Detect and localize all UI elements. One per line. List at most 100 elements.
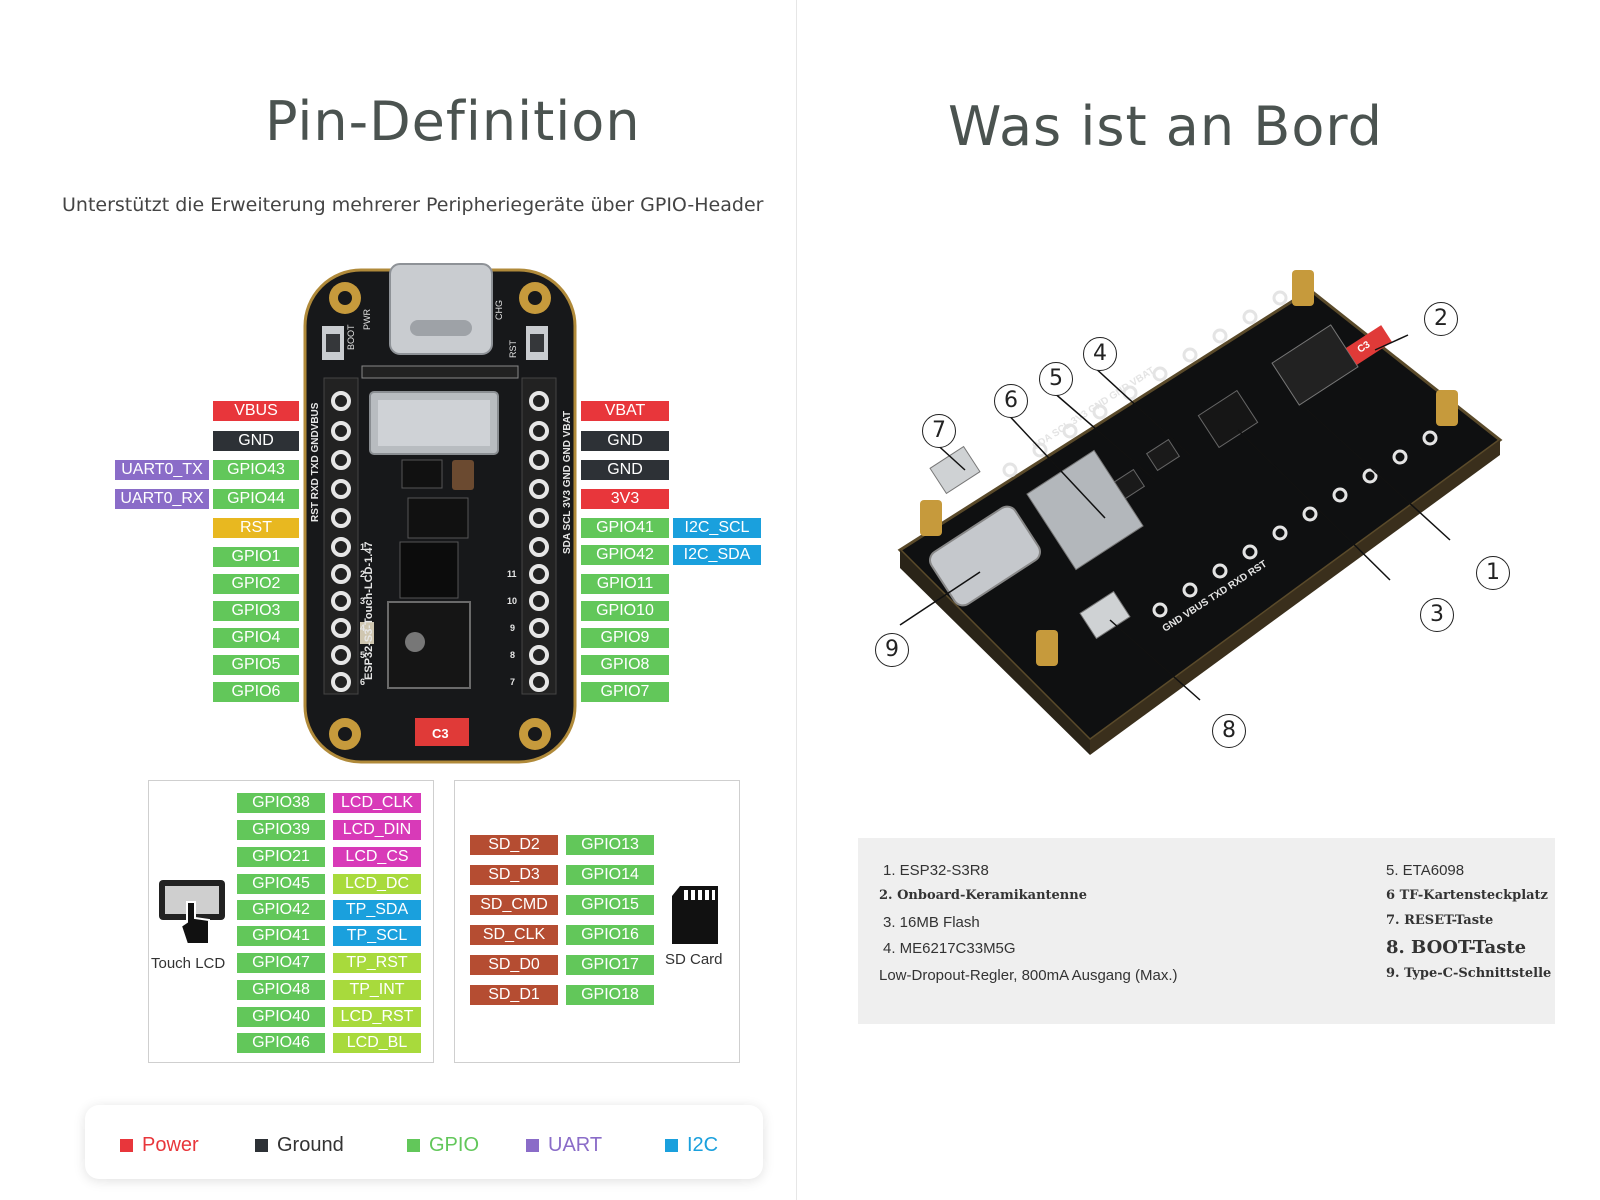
callout-5: 5	[1039, 362, 1073, 396]
antenna-silk: C3	[432, 726, 449, 741]
lcd-gpio-1: GPIO39	[237, 820, 325, 840]
pin-label-gpio10: GPIO10	[581, 601, 669, 621]
svg-text:3: 3	[360, 596, 365, 606]
svg-text:1: 1	[360, 542, 365, 552]
sd-gpio-1: GPIO14	[566, 865, 654, 885]
sd-func-3: SD_CLK	[470, 925, 558, 945]
pin-label-gpio42: GPIO42	[581, 545, 669, 565]
lcd-func-2: LCD_CS	[333, 847, 421, 867]
pin-label-vbat: VBAT	[581, 401, 669, 421]
component-8: 8. BOOT-Taste	[1386, 937, 1527, 958]
pin-label-gpio8: GPIO8	[581, 655, 669, 675]
callout-9: 9	[875, 633, 909, 667]
legend-swatch-i2c	[665, 1139, 678, 1152]
lcd-gpio-3: GPIO45	[237, 874, 325, 894]
ceramic-antenna-3d	[1345, 325, 1393, 365]
sd-gpio-3: GPIO16	[566, 925, 654, 945]
pin-label-3v3: 3V3	[581, 489, 669, 509]
touch-lcd-icon	[159, 880, 225, 945]
sd-gpio-2: GPIO15	[566, 895, 654, 915]
top-header-pads	[1002, 290, 1288, 478]
pwr-silk: PWR	[362, 309, 372, 330]
component-5: 5. ETA6098	[1386, 862, 1465, 879]
pin-label-vbus: VBUS	[213, 401, 299, 421]
pin-label-gpio2: GPIO2	[213, 574, 299, 594]
ldo-chip-3d	[1145, 438, 1181, 472]
legend-item-ground: Ground	[255, 1133, 344, 1157]
pin-label-uart0-tx: UART0_TX	[115, 460, 209, 480]
pin-label-gpio44: GPIO44	[213, 489, 299, 509]
legend-item-i2c: I2C	[665, 1133, 718, 1157]
sd-card-caption: SD Card	[665, 951, 723, 968]
pin-label-gpio4: GPIO4	[213, 628, 299, 648]
usb-c-connector	[389, 263, 493, 355]
sd-func-5: SD_D1	[470, 985, 558, 1005]
pin-label-rst: RST	[213, 518, 299, 538]
lcd-gpio-6: GPIO47	[237, 953, 325, 973]
lcd-func-8: LCD_RST	[333, 1007, 421, 1027]
boot-button-3d	[1079, 590, 1131, 640]
legend-swatch-gpio	[407, 1139, 420, 1152]
svg-text:11: 11	[507, 569, 517, 579]
usb-c-3d	[929, 505, 1041, 607]
callout-6: 6	[994, 384, 1028, 418]
pin-label-gpio6: GPIO6	[213, 682, 299, 702]
callout-1: 1	[1476, 556, 1510, 590]
callout-2: 2	[1424, 302, 1458, 336]
callout-leaders	[899, 334, 1451, 701]
flash-chip-3d	[1197, 389, 1259, 449]
lcd-func-0: LCD_CLK	[333, 793, 421, 813]
right-header-silk: SDA SCL 3V3 GND GND VBAT	[562, 411, 573, 554]
boot-silk: BOOT	[346, 324, 356, 350]
pin-label-gpio43: GPIO43	[213, 460, 299, 480]
component-6: 6 TF-Kartensteckplatz	[1386, 888, 1548, 903]
model-silk: ESP32-S3-Touch-LCD-1.47	[363, 541, 375, 680]
sd-gpio-0: GPIO13	[566, 835, 654, 855]
tf-slot-3d	[1026, 449, 1144, 571]
pin-label-uart0-rx: UART0_RX	[115, 489, 209, 509]
sd-card-icon	[672, 886, 718, 944]
sd-gpio-4: GPIO17	[566, 955, 654, 975]
bottom-header-pads	[1152, 430, 1438, 618]
callout-8: 8	[1212, 714, 1246, 748]
component-7: 7. RESET-Taste	[1386, 913, 1494, 928]
component-4: 4. ME6217C33M5G	[883, 940, 1016, 957]
svg-text:8: 8	[510, 650, 515, 660]
callout-7: 7	[922, 414, 956, 448]
svg-text:5: 5	[360, 650, 365, 660]
callout-4: 4	[1083, 337, 1117, 371]
sd-func-4: SD_D0	[470, 955, 558, 975]
svg-text:10: 10	[507, 596, 517, 606]
callout-3: 3	[1420, 598, 1454, 632]
sd-func-2: SD_CMD	[470, 895, 558, 915]
lcd-gpio-0: GPIO38	[237, 793, 325, 813]
sd-func-0: SD_D2	[470, 835, 558, 855]
right-pin-numbers: 11 10 9 8 7	[507, 569, 517, 687]
svg-text:7: 7	[510, 677, 515, 687]
led	[452, 460, 474, 490]
component-3: 3. 16MB Flash	[883, 914, 980, 931]
left-header-pads	[331, 391, 351, 692]
legend-swatch-power	[120, 1139, 133, 1152]
pin-definition-subtitle: Unterstützt die Erweiterung mehrerer Per…	[62, 194, 764, 216]
svg-text:4: 4	[360, 623, 365, 633]
lcd-func-1: LCD_DIN	[333, 820, 421, 840]
pin-label-gpio41: GPIO41	[581, 518, 669, 538]
lcd-gpio-7: GPIO48	[237, 980, 325, 1000]
pin-label-gpio9: GPIO9	[581, 628, 669, 648]
board-perspective-illustration: SDA SCL 3V3 GND GND VBAT GND VBUS TXD RX…	[897, 270, 1503, 755]
pin-label-gpio7: GPIO7	[581, 682, 669, 702]
pin-label-gnd-right-2: GND	[581, 460, 669, 480]
svg-text:6: 6	[360, 677, 365, 687]
pin-label-gpio1: GPIO1	[213, 547, 299, 567]
color-legend: Power Ground GPIO UART I2C	[85, 1105, 763, 1179]
was-ist-an-bord-title: Was ist an Bord	[948, 95, 1383, 158]
pin-label-gpio11: GPIO11	[581, 574, 669, 594]
legend-item-uart: UART	[526, 1133, 602, 1157]
ceramic-antenna	[415, 718, 469, 746]
board-front-illustration: PWR BOOT CHG RST C3 RST RXD TXD GNDVBUS …	[303, 263, 577, 764]
pin-label-gnd-left: GND	[213, 431, 299, 451]
lcd-gpio-2: GPIO21	[237, 847, 325, 867]
pin-label-i2c-sda: I2C_SDA	[673, 545, 761, 565]
lcd-gpio-4: GPIO42	[237, 900, 325, 920]
